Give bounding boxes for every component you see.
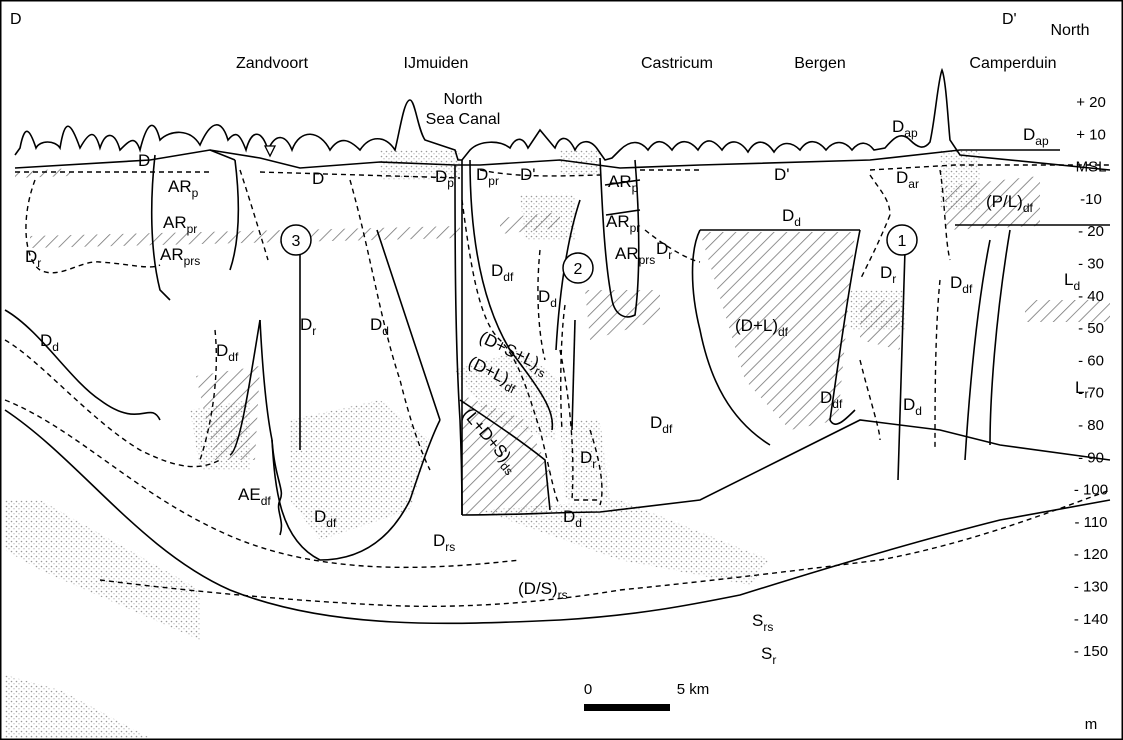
site-marker-1: 1 [887,225,917,255]
depth-tick-label: - 90 [1078,449,1104,466]
unit-label-u38: Ddf [950,273,973,296]
depth-tick-label: - 120 [1074,546,1108,563]
place-sea-canal: Sea Canal [426,111,501,128]
svg-text:3: 3 [292,233,301,250]
unit-label-u14: Dpr [476,165,499,188]
depth-tick-label: MSL [1076,159,1107,176]
unit-label-u6: D [312,169,324,188]
depth-tick-label: - 80 [1078,417,1104,434]
unit-label-u8: Ddf [216,341,239,364]
unit-label-u23: Drs [433,531,455,554]
place-bergen: Bergen [794,55,846,72]
depth-tick-label: + 10 [1076,126,1106,143]
unit-label-u42: (D/S)rs [518,579,568,602]
depth-tick-label: - 130 [1074,579,1108,596]
depth-tick-label: - 100 [1074,482,1108,499]
unit-label-u33: Dap [892,117,918,140]
place-zandvoort: Zandvoort [236,55,309,72]
svg-text:2: 2 [574,261,583,278]
unit-label-u11: AEdf [238,485,271,508]
scale-bar-start: 0 [584,681,592,698]
depth-tick-label: - 60 [1078,352,1104,369]
unit-label-u9: Dr [300,315,316,338]
place-castricum: Castricum [641,55,713,72]
unit-label-u37: Dr [880,263,896,286]
unit-label-u30: Dd [782,206,801,229]
unit-label-u17: Dd [538,287,557,310]
place-camperduin: Camperduin [969,55,1056,72]
unit-label-u1: D [138,151,150,170]
unit-label-u28: Ddf [650,413,673,436]
section-start-label: D [10,11,22,28]
place-ijmuiden: IJmuiden [404,55,469,72]
depth-tick-label: - 140 [1074,611,1108,628]
water-level-icon [265,146,275,156]
unit-label-u43: Srs [752,611,773,634]
depth-unit-label: m [1085,716,1098,733]
depth-tick-label: - 30 [1078,256,1104,273]
depth-axis: + 20 + 10 MSL -10 - 20 - 30 - 40 - 50 - 60 - 70 - … [1074,94,1108,733]
unit-label-u5: Dr [25,247,41,270]
unit-label-u16: Ddf [491,261,514,284]
unit-label-u25: ARpr [606,212,640,235]
depth-tick-label: -10 [1080,191,1102,208]
site-marker-2: 2 [563,253,593,283]
unit-label-u29: D' [774,165,790,184]
svg-text:1: 1 [898,233,907,250]
north-label: North [1050,22,1089,39]
depth-tick-label: - 20 [1078,223,1104,240]
unit-label-u34: Dap [1023,125,1049,148]
depth-tick-label: - 40 [1078,288,1104,305]
unit-label-u15: D' [520,165,536,184]
section-end-label: D' [1002,11,1017,28]
depth-tick-label: - 150 [1074,643,1108,660]
unit-label-u10: Dd [370,315,389,338]
depth-tick-label: - 50 [1078,320,1104,337]
depth-tick-label: - 110 [1074,514,1107,531]
unit-label-u26: ARprs [615,244,655,267]
unit-label-u27: Dr [656,239,672,262]
depth-tick-label: - 70 [1078,385,1104,402]
unit-label-u24: ARp [608,172,639,195]
unit-label-u4: ARprs [160,245,200,268]
site-marker-3: 3 [281,225,311,255]
unit-label-u35: Dar [896,168,919,191]
scale-bar: 0 5 km [584,681,709,711]
depth-tick-label: + 20 [1076,94,1106,111]
scale-bar-end: 5 km [677,681,710,698]
unit-label-u44: Sr [761,644,776,667]
unit-label-u2: ARp [168,177,199,200]
place-north: North [443,91,482,108]
unit-label-u40: Dd [903,395,922,418]
